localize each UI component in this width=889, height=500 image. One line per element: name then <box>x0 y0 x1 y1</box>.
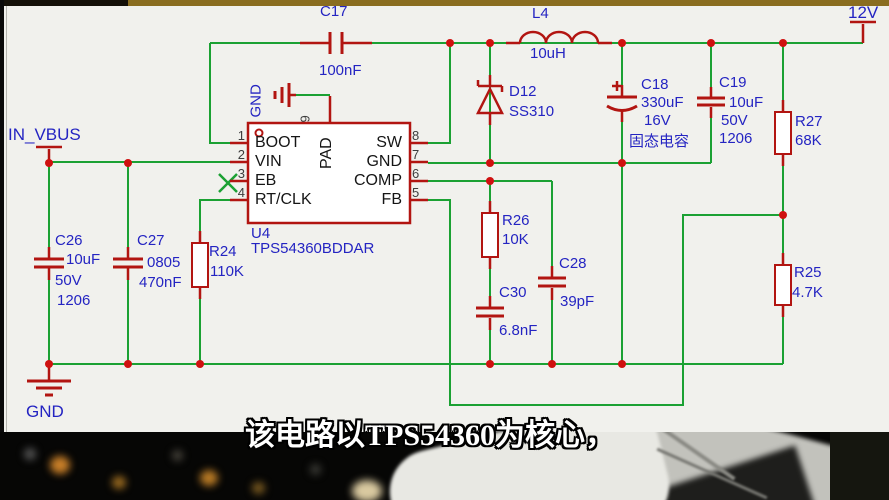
resistor-bodies <box>191 111 792 306</box>
ground-symbol <box>27 83 291 397</box>
pin-num-5: 5 <box>412 185 420 200</box>
left-black-strip <box>0 0 4 432</box>
pin-name-vin: VIN <box>255 153 282 170</box>
val-c18: 330uF <box>641 94 684 111</box>
pin-name-sw: SW <box>376 134 402 151</box>
ref-c27: C27 <box>137 232 165 249</box>
bokeh-light <box>112 476 126 489</box>
pin-name-eb: EB <box>255 172 277 189</box>
photo-dark-right <box>830 432 889 500</box>
net-label-12v: 12V <box>848 3 879 22</box>
pin-num-4: 4 <box>237 185 245 200</box>
val-c30: 6.8nF <box>499 322 538 339</box>
bokeh-light <box>24 448 36 460</box>
net-label-gnd: GND <box>26 402 64 421</box>
resistor-r25 <box>774 264 792 306</box>
schematic-graphics <box>27 20 876 406</box>
resistor-r24 <box>191 242 209 288</box>
ref-u4: U4 <box>251 225 271 242</box>
val-c26: 10uF <box>66 251 101 268</box>
pin-name-gnd: GND <box>366 153 402 170</box>
volt-c26: 50V <box>55 272 82 289</box>
ref-c17: C17 <box>320 3 348 20</box>
video-background-photo <box>0 432 889 500</box>
bokeh-light <box>200 470 218 486</box>
capacitor-c27 <box>113 257 143 269</box>
val-l4: 10uH <box>530 45 566 62</box>
diode-d12 <box>475 80 505 115</box>
sheet-border <box>6 6 7 432</box>
top-bar <box>0 0 889 6</box>
plus-sign-icon <box>612 81 622 91</box>
val-c28: 39pF <box>560 293 595 310</box>
pkg-c26: 1206 <box>57 292 91 309</box>
val-r26: 10K <box>502 231 529 248</box>
pin-num-7: 7 <box>412 147 420 162</box>
component-leads <box>36 20 876 380</box>
note-c18: 固态电容 <box>629 133 690 150</box>
bokeh-light <box>310 464 321 475</box>
pin-name-rtclk: RT/CLK <box>255 191 312 208</box>
pin-num-6: 6 <box>412 166 420 181</box>
capacitor-c28 <box>538 276 566 288</box>
ref-d12: D12 <box>509 83 537 100</box>
no-connect-x-icon <box>218 173 238 193</box>
ref-r25: R25 <box>794 264 822 281</box>
bokeh-light <box>352 480 382 500</box>
inductor-l4 <box>518 30 600 44</box>
net-label-in-vbus: IN_VBUS <box>8 125 81 144</box>
resistor-r27 <box>774 111 792 155</box>
ref-c30: C30 <box>499 284 527 301</box>
capacitor-c26 <box>34 257 64 269</box>
ref-c28: C28 <box>559 255 587 272</box>
top-bar-dark-segment <box>0 0 128 6</box>
pin-num-3: 3 <box>237 166 245 181</box>
val-c19: 10uF <box>729 94 764 111</box>
pad-ground-symbol <box>273 83 291 107</box>
schematic-canvas <box>0 6 889 432</box>
volt-c18: 16V <box>644 112 671 129</box>
capacitor-c30 <box>476 306 504 318</box>
pin-num-9: 9 <box>297 115 313 123</box>
net-label-pad-gnd: GND <box>247 84 265 118</box>
pin-name-comp: COMP <box>354 172 402 189</box>
val-c27: 470nF <box>139 274 182 291</box>
ref-r26: R26 <box>502 212 530 229</box>
capacitor-c18-polarized <box>606 95 638 112</box>
bokeh-light <box>172 450 183 461</box>
junction-dots <box>45 39 787 368</box>
val-r27: 68K <box>795 132 822 149</box>
capacitor-c19 <box>697 96 725 107</box>
ref-c18: C18 <box>641 76 669 93</box>
val-r25: 4.7K <box>792 284 823 301</box>
pin-name-pad: PAD <box>318 137 335 169</box>
ref-l4: L4 <box>532 5 549 22</box>
bokeh-light <box>50 456 70 474</box>
volt-c19: 50V <box>721 112 748 129</box>
pin1-indicator-icon <box>254 128 264 138</box>
ref-c26: C26 <box>55 232 83 249</box>
pkg-c27: 0805 <box>147 254 181 271</box>
ref-c19: C19 <box>719 74 747 91</box>
val-c17: 100nF <box>319 62 362 79</box>
resistor-r26 <box>481 212 499 258</box>
val-d12: SS310 <box>509 103 555 120</box>
capacitor-c17 <box>328 32 344 54</box>
pin-name-boot: BOOT <box>255 134 301 151</box>
pin-num-2: 2 <box>237 147 245 162</box>
pin-num-1: 1 <box>237 128 245 143</box>
subtitle-text: 该电路以TPS54360为核心， <box>244 419 616 452</box>
pin-num-8: 8 <box>412 128 420 143</box>
pin-name-fb: FB <box>381 191 402 208</box>
capacitor-plates <box>34 32 725 318</box>
ref-r24: R24 <box>209 243 237 260</box>
bokeh-light <box>252 482 265 494</box>
ref-r27: R27 <box>795 113 823 130</box>
part-u4: TPS54360BDDAR <box>251 240 375 257</box>
val-r24: 110K <box>210 263 244 280</box>
pkg-c19: 1206 <box>719 130 753 147</box>
ic-body <box>246 121 412 225</box>
